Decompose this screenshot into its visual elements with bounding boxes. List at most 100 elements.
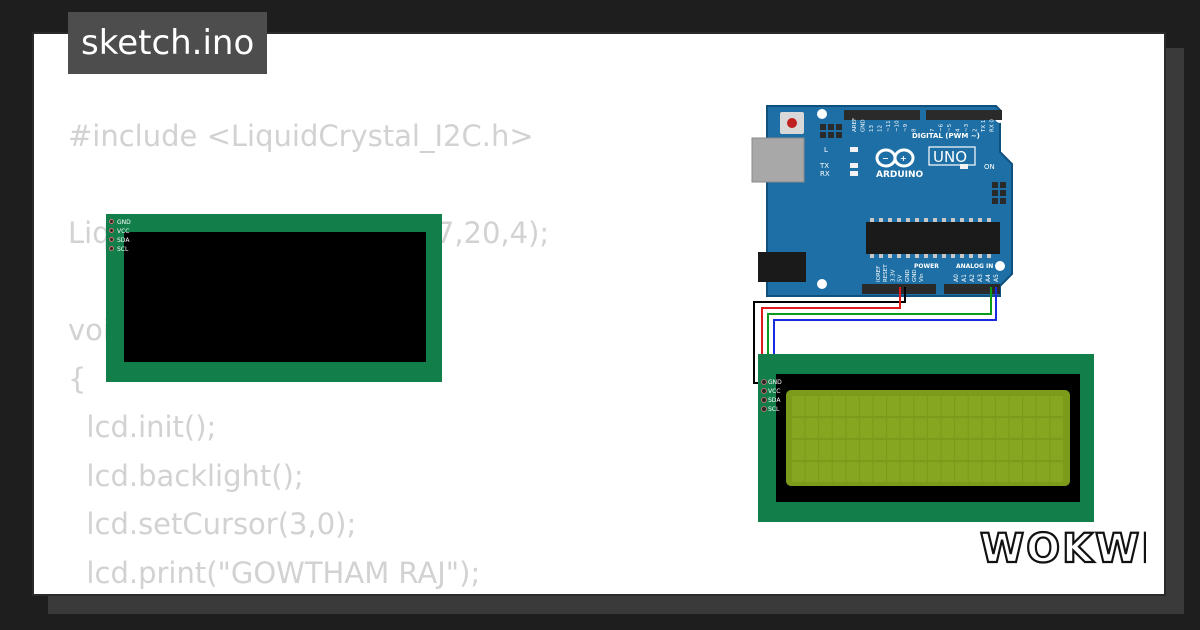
lcd-cell — [846, 462, 859, 482]
lcd-cell — [968, 396, 982, 416]
lcd-cell — [996, 462, 1009, 482]
chip-pin — [897, 218, 901, 222]
power-pin-label: IOREF — [876, 266, 882, 282]
digital-pin-label: ~9 — [903, 123, 909, 132]
analog-pin-label: A4 — [985, 274, 992, 282]
chip-pin — [978, 254, 982, 258]
chip-pin — [870, 218, 874, 222]
lcd-cell — [792, 462, 805, 482]
digital-pin-label: ~10 — [895, 120, 901, 132]
icsp-header — [820, 124, 842, 138]
digital-pin-label: 12 — [878, 125, 884, 132]
lcd-pin-scl: SCL — [109, 245, 131, 254]
filename-tab[interactable]: sketch.ino — [68, 12, 268, 74]
lcd-cell — [819, 440, 832, 460]
lcd-cell — [819, 396, 832, 416]
lcd-cell — [1023, 396, 1036, 416]
chip-pin — [960, 254, 964, 258]
chip-pin — [969, 254, 973, 258]
power-pin-label: GND — [905, 269, 911, 282]
lcd-cell — [914, 440, 927, 460]
chip-pin — [879, 254, 883, 258]
lcd-cell — [860, 440, 873, 460]
chip-pin — [942, 254, 946, 258]
chip-pin — [978, 218, 982, 222]
mount-hole — [817, 279, 827, 289]
lcd-cell — [900, 418, 914, 438]
lcd-cell — [982, 440, 995, 460]
digital-pin-label: ~11 — [886, 120, 892, 132]
lcd-cell — [887, 396, 900, 416]
code-line: lcd.init(); — [68, 410, 217, 444]
lcd-cell — [996, 396, 1009, 416]
lcd-cell — [1050, 462, 1063, 482]
icsp-header-right — [992, 182, 1006, 204]
lcd-pin-sda: SDA — [109, 236, 131, 245]
code-line: lcd.backlight(); — [68, 458, 304, 493]
lcd-cell — [873, 462, 886, 482]
lcd-screen — [124, 232, 426, 362]
chip-pin — [906, 218, 910, 222]
l-led-label: L — [824, 146, 828, 154]
lcd-cell — [1036, 440, 1050, 460]
tx-led — [850, 163, 858, 168]
lcd-cell — [887, 462, 900, 482]
code-line: lcd.print("GOWTHAM RAJ"); — [68, 555, 481, 590]
lcd-cell — [832, 462, 846, 482]
lcd-cell — [996, 440, 1009, 460]
digital-pin-label: ~5 — [947, 123, 953, 132]
lcd-cell — [792, 440, 805, 460]
lcd-cell — [914, 396, 927, 416]
analog-pin-label: A2 — [969, 274, 976, 282]
digital-pin-label: 2 — [973, 129, 979, 133]
lcd-pin-label: GND — [768, 379, 782, 386]
arduino-infinity-logo — [875, 148, 915, 168]
lcd-cell — [1036, 396, 1050, 416]
lcd-cell — [887, 440, 900, 460]
lcd-cell — [873, 418, 886, 438]
digital-pin-label: 13 — [869, 125, 875, 132]
lcd-cell — [792, 418, 805, 438]
lcd-cell — [860, 462, 873, 482]
mount-hole — [817, 109, 827, 119]
lcd-cell — [900, 440, 914, 460]
power-label: POWER — [914, 263, 939, 270]
lcd-cell — [914, 462, 927, 482]
rx-led — [850, 171, 858, 176]
lcd-pin-hole — [761, 397, 767, 403]
wokwi-logo[interactable]: WOKWI — [978, 524, 1157, 576]
lcd-pin-hole — [761, 379, 767, 385]
digital-pin-label: 8 — [912, 128, 918, 132]
power-pin-label: Vin — [919, 273, 925, 282]
atmega-chip — [866, 222, 1000, 254]
lcd-cell — [805, 396, 818, 416]
digital-pin-label: ~3 — [964, 123, 970, 132]
lcd-cell — [900, 396, 914, 416]
analog-header — [944, 284, 1000, 294]
lcd-cell — [996, 418, 1009, 438]
lcd-cell — [819, 462, 832, 482]
power-jack — [758, 252, 806, 282]
on-led — [960, 164, 968, 169]
lcd-cell — [955, 418, 968, 438]
lcd-cell — [900, 462, 914, 482]
lcd-cell — [941, 396, 954, 416]
chip-pin — [879, 218, 883, 222]
arduino-brand-text: ARDUINO — [876, 170, 924, 180]
lcd-cell — [1023, 418, 1036, 438]
digital-pin-label: AREF — [852, 118, 858, 132]
svg-text:WOKWI: WOKWI — [980, 526, 1146, 572]
chip-pin — [906, 254, 910, 258]
uno-model-text: UNO — [933, 148, 967, 166]
lcd-pin-hole — [761, 406, 767, 412]
lcd-cell — [860, 396, 873, 416]
chip-pin — [960, 218, 964, 222]
power-pin-label: GND — [912, 269, 918, 282]
lcd-cell — [1036, 418, 1050, 438]
lcd-cell — [805, 418, 818, 438]
lcd-cell — [968, 440, 982, 460]
